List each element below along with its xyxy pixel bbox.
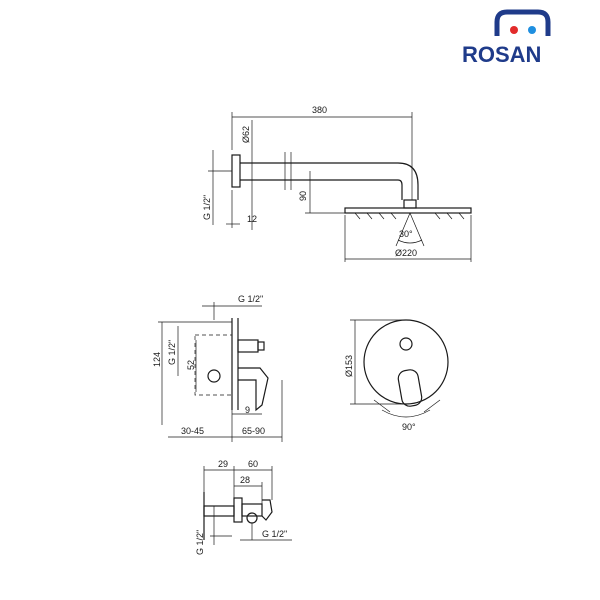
logo-red-dot-icon [510,26,518,34]
dim-outlet-thread-left: G 1/2" [195,530,205,555]
logo-arch-icon [494,9,551,36]
mixer-lever [238,367,269,412]
wall-outlet-drawing: 29 60 28 G 1/2" G 1/2" [195,459,292,555]
dim-head-diameter: Ø220 [395,248,417,258]
dim-top-thread: G 1/2" [238,294,263,304]
shower-arm-drawing: 380 Ø62 G 1/2" 12 90 30° Ø220 [202,105,472,262]
diverter-button [399,337,413,351]
dim-arm-length: 380 [312,105,327,115]
dim-flange-diameter: Ø62 [241,126,251,143]
outlet-flange [233,497,243,523]
brand-logo: ROSAN [462,9,551,67]
dim-lever-rotation: 90° [402,422,416,432]
dim-mixer-step: 9 [245,405,250,415]
dim-tilt-angle: 30° [399,229,413,239]
cover-plate [363,319,449,405]
dim-mixer-offset: 52 [186,360,196,370]
mixer-front-drawing: Ø153 90° [344,319,449,432]
dim-arm-drop: 90 [298,191,308,201]
dim-depth-left: 30-45 [181,426,204,436]
dim-plate-diameter: Ø153 [344,355,354,377]
dim-outlet-thread-right: G 1/2" [262,529,287,539]
dim-outlet-right: 60 [248,459,258,469]
front-lever [397,369,423,407]
dim-outlet-mid: 28 [240,475,250,485]
dim-mid-thread: G 1/2" [167,340,177,365]
dim-mixer-height: 124 [152,352,162,367]
mixer-side-drawing: G 1/2" 124 G 1/2" 52 9 30-45 65-90 [152,294,283,442]
logo-wordmark: ROSAN [462,42,541,67]
dim-arm-thread: G 1/2" [202,195,212,220]
logo-blue-dot-icon [528,26,536,34]
dim-depth-right: 65-90 [242,426,265,436]
dim-flange-depth: 12 [247,214,257,224]
outlet-fitting [246,512,258,524]
dim-outlet-left: 29 [218,459,228,469]
mixer-inlet [207,369,221,383]
rain-head [344,207,472,214]
wall-flange [231,154,241,188]
